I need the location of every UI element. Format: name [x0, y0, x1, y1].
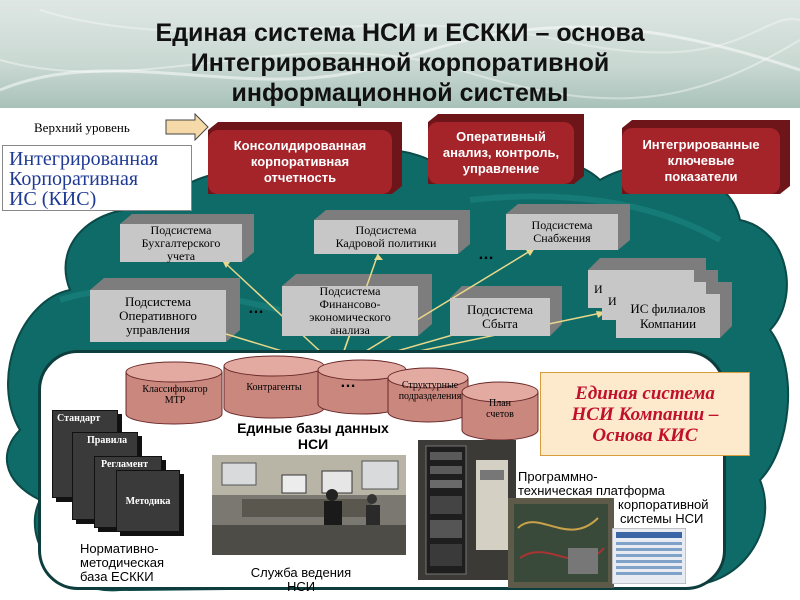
subsystem-finance-line-2: Финансово-: [319, 297, 381, 311]
platform-lab-photo: [508, 498, 614, 588]
box-operational-analysis: Оперативный анализ, контроль, управление: [428, 122, 574, 184]
subsystem-branches: ИС филиалов Компании: [616, 294, 720, 338]
db-structural-line-2: подразделения: [398, 391, 462, 402]
subsystem-finance-line-4: анализа: [330, 323, 370, 337]
platform-line-4: системы НСИ: [620, 511, 704, 526]
kis-box: Интегрированная Корпоративная ИС (КИС): [2, 145, 192, 211]
kis-line-3: ИС (КИС): [9, 188, 97, 210]
normative-line-1: Нормативно-: [80, 541, 159, 556]
service-line-1: Служба ведения: [250, 565, 352, 580]
subsystem-supply-line-1: Подсистема: [531, 218, 593, 232]
box-operational-line-3: управление: [462, 161, 540, 176]
top-level-arrow-icon: [165, 113, 209, 141]
service-label: Служба ведения НСИ: [246, 566, 356, 594]
subsystem-finance-line-3: экономического: [309, 310, 391, 324]
platform-line-1: Программно-: [518, 469, 598, 484]
box-consolidated-line-3: отчетность: [263, 170, 337, 185]
doc-card-regulation-label: Регламент: [101, 459, 148, 470]
server-rack-photo: [418, 440, 516, 580]
db-mtr-line-1: Классификатор: [142, 384, 208, 395]
box-integrated-kpi: Интегрированные ключевые показатели: [622, 128, 780, 194]
subsystem-sales-line-1: Подсистема: [467, 302, 533, 317]
box-consolidated-line-1: Консолидированная: [233, 138, 367, 153]
kis-line-2: Корпоративная: [9, 168, 139, 190]
subsystem-operational-line-2: Оперативного: [119, 308, 197, 323]
platform-label: Программно- техническая платформа корпор…: [518, 470, 748, 526]
box-consolidated-line-2: корпоративная: [250, 154, 350, 169]
doc-card-methodology-label: Методика: [125, 495, 171, 507]
platform-line-2: техническая платформа: [518, 483, 665, 498]
subsystem-sales: Подсистема Сбыта: [450, 298, 550, 336]
subsystem-accounting: Подсистема Бухгалтерского учета: [120, 222, 242, 263]
title-line-3: информационной системы: [231, 79, 569, 107]
db-structural-line-1: Структурные: [401, 380, 459, 391]
db-structural-label: Структурные подразделения: [390, 380, 470, 402]
page-title: Единая система НСИ и ЕСККИ – основа Инте…: [40, 18, 760, 108]
db-contractors-label: Контрагенты: [246, 382, 302, 393]
subsystem-hr-line-1: Подсистема: [355, 223, 417, 237]
normative-line-2: методическая: [80, 555, 165, 570]
doc-card-standard-label: Стандарт: [57, 413, 101, 424]
subsystem-accounting-line-3: учета: [166, 248, 196, 263]
nsi-box-line-2: НСИ Компании –: [571, 403, 719, 425]
box-operational-line-2: анализ, контроль,: [442, 145, 560, 160]
subsystem-accounting-line-2: Бухгалтерского: [141, 235, 221, 250]
subsystem-accounting-line-1: Подсистема: [150, 222, 212, 237]
platform-line-3: корпоративной: [618, 497, 709, 512]
subsystem-supply-line-2: Снабжения: [533, 231, 591, 245]
title-line-2: Интегрированной корпоративной: [190, 49, 610, 77]
ellipsis-upper: …: [478, 246, 496, 263]
subsystem-hr: Подсистема Кадровой политики: [314, 220, 458, 254]
subsystem-branches-line-1: ИС филиалов: [630, 301, 706, 316]
doc-card-methodology: Методика: [116, 470, 180, 532]
nsi-box-line-1: Единая система: [575, 382, 715, 404]
platform-screen-photo: [612, 528, 686, 584]
box-operational-line-1: Оперативный: [456, 129, 546, 144]
box-kpi-line-2: ключевые: [667, 153, 735, 168]
db-accounts-label: План счетов: [462, 398, 538, 420]
service-line-2: НСИ: [286, 579, 316, 594]
normative-base-label: Нормативно- методическая база ЕСККИ: [80, 542, 164, 584]
subsystem-finance-line-1: Подсистема: [319, 284, 381, 298]
box-consolidated-reporting: Консолидированная корпоративная отчетнос…: [208, 130, 392, 194]
title-line-1: Единая система НСИ и ЕСККИ – основа: [155, 19, 645, 47]
db-caption-line-1: Единые базы данных: [237, 420, 389, 436]
office-photo: [212, 455, 406, 555]
db-mtr-label: Классификатор МТР: [128, 384, 222, 406]
top-level-label: Верхний уровень: [34, 120, 130, 135]
subsystem-branches-line-2: Компании: [639, 316, 697, 331]
nsi-company-box: Единая система НСИ Компании – Основа КИС: [540, 372, 750, 456]
box-kpi-line-3: показатели: [664, 169, 738, 184]
header-swirl-decoration: [0, 9, 800, 100]
nsi-box-line-3: Основа КИС: [592, 424, 698, 446]
db-accounts-line-2: счетов: [486, 409, 514, 420]
subsystem-hr-line-2: Кадровой политики: [335, 236, 437, 250]
subsystem-sales-line-2: Сбыта: [482, 316, 518, 331]
kis-line-1: Интегрированная: [9, 148, 159, 170]
normative-line-3: база ЕСККИ: [80, 569, 154, 584]
subsystem-operational: Подсистема Оперативного управления: [90, 290, 226, 342]
db-accounts-line-1: План: [488, 398, 511, 409]
doc-card-rules-label: Правила: [87, 435, 128, 446]
ellipsis-middle: …: [248, 300, 266, 317]
subsystem-operational-line-3: управления: [126, 322, 190, 337]
db-caption-line-2: НСИ: [297, 436, 329, 452]
db-mtr-line-2: МТР: [164, 395, 186, 406]
header-background: [0, 0, 800, 108]
subsystem-operational-line-1: Подсистема: [125, 294, 191, 309]
db-caption: Единые базы данных НСИ: [208, 420, 418, 452]
ellipsis-db: …: [340, 374, 358, 391]
box-kpi-line-1: Интегрированные: [642, 137, 760, 152]
subsystem-supply: Подсистема Снабжения: [506, 214, 618, 250]
subsystem-finance: Подсистема Финансово- экономического ана…: [282, 284, 418, 337]
